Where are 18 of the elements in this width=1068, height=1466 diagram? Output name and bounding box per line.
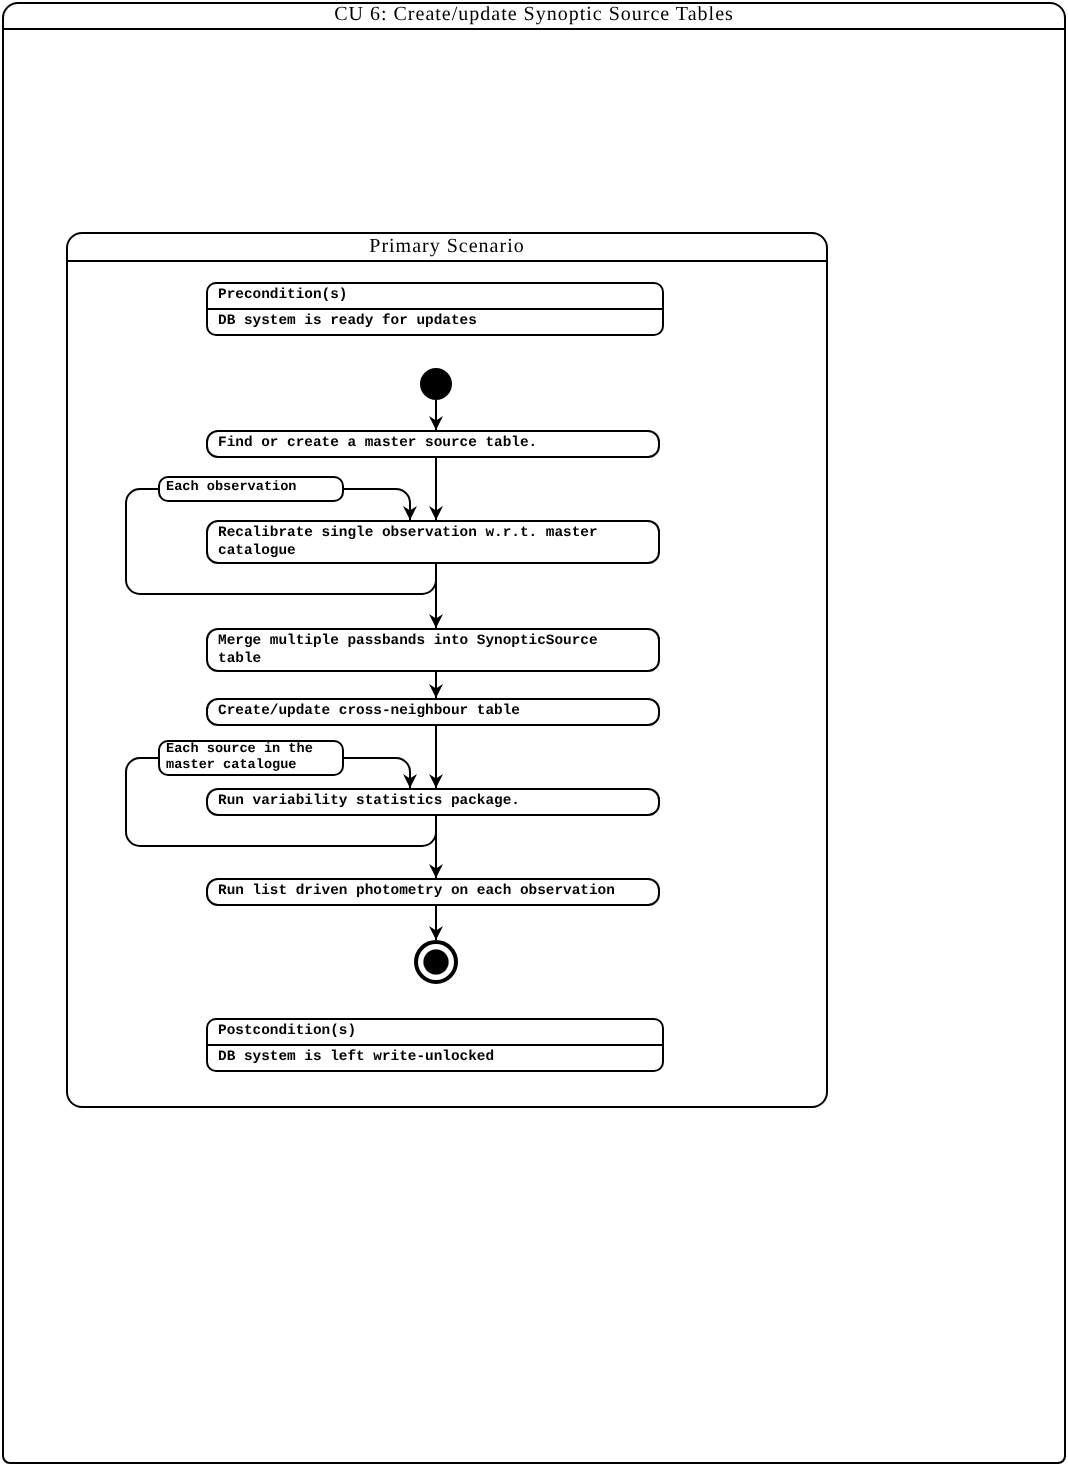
condition-box: [206, 1018, 664, 1072]
loop-line: [125, 757, 437, 847]
arrow: [429, 815, 443, 879]
scenario-frame: [66, 232, 828, 1108]
arrow: [429, 725, 443, 789]
final-node: [414, 940, 458, 984]
arrow: [429, 457, 443, 521]
arrow: [429, 563, 443, 629]
frame-title: CU 6: Create/update Synoptic Source Tables: [4, 4, 1064, 30]
arrow: [429, 399, 443, 431]
condition-box: [206, 282, 664, 336]
arrow: [429, 905, 443, 941]
arrow: [343, 757, 417, 789]
arrow: [429, 671, 443, 699]
arrow: [343, 488, 417, 521]
loop-line: [125, 488, 437, 595]
frame-title: Primary Scenario: [68, 234, 826, 262]
initial-node: [420, 368, 452, 400]
